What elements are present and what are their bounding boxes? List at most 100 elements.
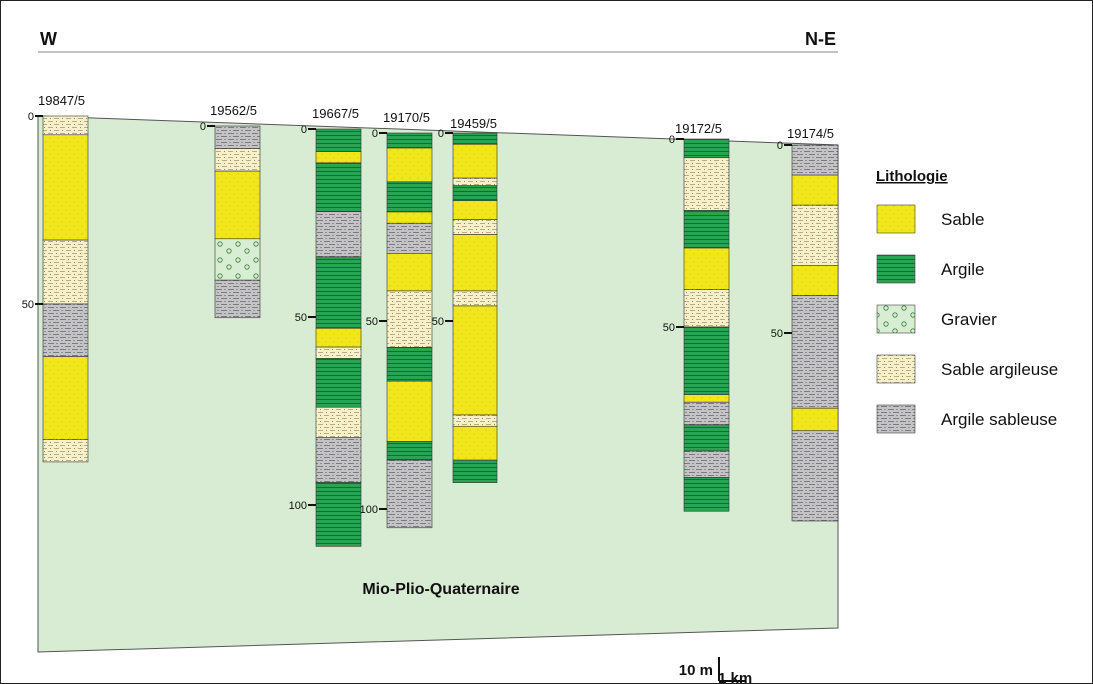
legend-title: Lithologie <box>876 168 948 185</box>
depth-tick-label: 0 <box>669 134 675 146</box>
layer-argile <box>683 477 730 512</box>
legend-swatch-sable <box>876 204 916 234</box>
layer-argile <box>386 347 433 382</box>
scale-vertical-label: 10 m <box>679 662 713 679</box>
layer-sable <box>452 305 498 416</box>
layer-sable <box>791 407 839 432</box>
legend-label-gravier: Gravier <box>941 310 997 329</box>
layer-argile-sableuse <box>214 125 261 149</box>
layer-sable <box>386 380 433 442</box>
legend-label-argile-sableuse: Argile sableuse <box>941 410 1057 429</box>
layer-argile <box>683 326 730 395</box>
layer-argile <box>315 256 362 329</box>
layer-argile <box>386 181 433 213</box>
layer-argile <box>452 185 498 201</box>
layer-argile-sableuse <box>386 222 433 254</box>
well-id-label: 19667/5 <box>312 106 359 121</box>
layer-argile-sableuse <box>214 279 261 319</box>
layer-sable <box>452 234 498 292</box>
layer-sable <box>42 134 89 241</box>
layer-argile <box>315 482 362 547</box>
layer-argile-sableuse <box>791 144 839 176</box>
layer-sable-argileuse <box>42 115 89 136</box>
layer-sable-argileuse <box>683 157 730 211</box>
layer-argile-sableuse <box>683 450 730 478</box>
layer-argile-sableuse <box>315 437 362 483</box>
depth-tick-label: 50 <box>22 299 34 311</box>
layer-gravier <box>214 238 261 281</box>
well-log: 0 50 100 19667/5 <box>289 106 362 547</box>
formation-label: Mio-Plio-Quaternaire <box>362 581 519 598</box>
layer-argile <box>452 132 498 145</box>
legend-label-sable: Sable <box>941 210 984 229</box>
legend-label-sable-argileuse: Sable argileuse <box>941 360 1058 379</box>
layer-sable-argileuse <box>452 290 498 307</box>
layer-argile <box>452 459 498 483</box>
west-label: W <box>40 29 57 49</box>
layer-sable-argileuse <box>452 177 498 186</box>
depth-tick-label: 0 <box>28 111 34 123</box>
layer-argile-sableuse <box>386 459 433 529</box>
legend-swatch-argile <box>876 254 916 284</box>
layer-sable-argileuse <box>452 219 498 235</box>
layer-argile <box>315 128 362 152</box>
layer-sable <box>791 265 839 296</box>
layer-sable <box>386 211 433 224</box>
layer-sable-argileuse <box>42 239 89 305</box>
layer-argile <box>683 138 730 159</box>
depth-tick-label: 50 <box>295 312 307 324</box>
layer-argile-sableuse <box>42 303 89 357</box>
well-id-label: 19172/5 <box>675 121 722 136</box>
layer-sable <box>791 174 839 206</box>
well-log: 0 50 19847/5 <box>22 93 89 463</box>
scale-horizontal-label: 1 km <box>718 670 752 684</box>
well-id-label: 19459/5 <box>450 116 497 131</box>
layer-argile <box>315 358 362 408</box>
layer-sable-argileuse <box>386 290 433 348</box>
northeast-label: N-E <box>805 29 836 49</box>
legend-swatch-sable-argileuse <box>876 354 916 384</box>
legend-swatch-argile-sableuse <box>876 404 916 434</box>
layer-sable <box>42 356 89 440</box>
well-id-label: 19562/5 <box>210 103 257 118</box>
layer-sable <box>214 170 261 240</box>
layer-sable <box>683 247 730 290</box>
layer-sable <box>315 151 362 164</box>
layer-sable-argileuse <box>452 414 498 427</box>
depth-tick-label: 0 <box>438 128 444 140</box>
layer-sable <box>452 143 498 179</box>
depth-tick-label: 50 <box>663 322 675 334</box>
depth-tick-label: 0 <box>301 124 307 136</box>
layer-argile-sableuse <box>791 430 839 522</box>
layer-sable <box>386 253 433 292</box>
layer-argile-sableuse <box>315 211 362 258</box>
layer-sable-argileuse <box>683 289 730 328</box>
layer-argile <box>315 162 362 213</box>
well-id-label: 19847/5 <box>38 93 85 108</box>
well-id-label: 19174/5 <box>787 126 834 141</box>
legend-swatch-gravier <box>876 304 916 334</box>
layer-sable-argileuse <box>791 204 839 266</box>
layer-sable <box>386 147 433 183</box>
layer-sable <box>452 200 498 220</box>
layer-argile <box>683 210 730 249</box>
well-id-label: 19170/5 <box>383 110 430 125</box>
depth-tick-label: 100 <box>360 504 378 516</box>
layer-sable <box>315 327 362 348</box>
layer-argile-sableuse <box>683 401 730 426</box>
depth-tick-label: 50 <box>366 316 378 328</box>
layer-sable-argileuse <box>214 148 261 172</box>
depth-tick-label: 100 <box>289 500 307 512</box>
layer-argile <box>386 441 433 461</box>
layer-argile <box>683 424 730 452</box>
scale-bar: 10 m 1 km <box>679 657 752 684</box>
layer-sable-argileuse <box>42 439 89 463</box>
depth-tick-label: 0 <box>200 121 206 133</box>
well-log: 0 19562/5 <box>200 103 261 319</box>
